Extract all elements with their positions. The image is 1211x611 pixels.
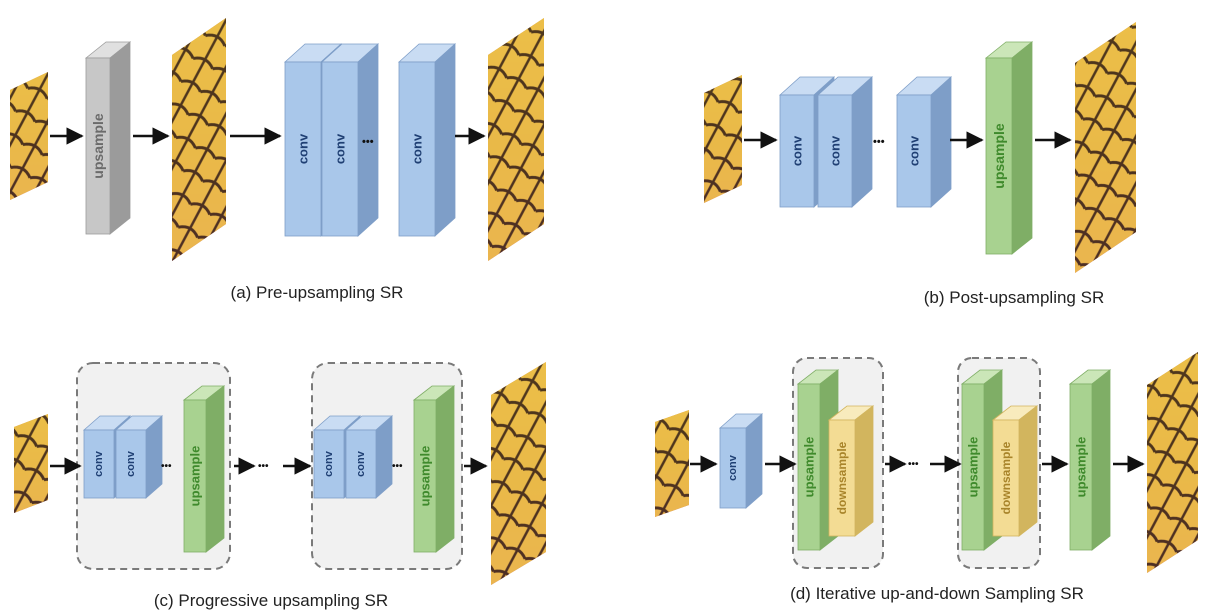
- svg-text:downsample: downsample: [835, 441, 849, 514]
- ellipsis-a: •••: [362, 136, 374, 148]
- downsample-block-d2: downsample: [991, 405, 1039, 537]
- caption-c: (c) Progressive upsampling SR: [154, 591, 388, 610]
- ellipsis-b: •••: [873, 136, 885, 148]
- upsample-block-d3: upsample: [1068, 369, 1112, 551]
- svg-text:conv: conv: [727, 454, 739, 481]
- panel-b: conv conv ••• conv upsample (b) Post-ups…: [704, 22, 1136, 307]
- ellipsis-c1: •••: [161, 461, 172, 472]
- conv-block-b2: conv: [816, 76, 874, 208]
- input-image-d: [655, 410, 689, 517]
- upsample-block-c1: upsample: [182, 385, 226, 553]
- upsample-block-c2: upsample: [412, 385, 456, 553]
- svg-text:downsample: downsample: [999, 441, 1013, 514]
- conv-block-a2: conv: [320, 43, 380, 237]
- panel-d: conv upsample downsample ••• upsample do…: [655, 352, 1198, 603]
- svg-text:conv: conv: [410, 133, 425, 164]
- caption-a: (a) Pre-upsampling SR: [231, 283, 404, 302]
- input-image-b: [704, 75, 742, 203]
- input-image-a: [10, 72, 48, 200]
- caption-d: (d) Iterative up-and-down Sampling SR: [790, 584, 1084, 603]
- upsampled-image-a: [172, 18, 226, 261]
- conv-block-c4: conv: [344, 415, 394, 499]
- svg-text:conv: conv: [323, 450, 335, 477]
- upsample-block-a: upsample: [84, 41, 132, 235]
- output-image-a: [488, 18, 544, 261]
- svg-text:upsample: upsample: [802, 437, 817, 498]
- conv-block-a3: conv: [397, 43, 457, 237]
- svg-text:upsample: upsample: [418, 446, 433, 507]
- ellipsis-d: •••: [908, 459, 919, 470]
- conv-block-b3: conv: [895, 76, 953, 208]
- downsample-block-d1: downsample: [827, 405, 875, 537]
- svg-text:conv: conv: [296, 133, 311, 164]
- output-image-b: [1075, 22, 1136, 273]
- svg-text:conv: conv: [355, 450, 367, 477]
- output-image-d: [1147, 352, 1198, 573]
- svg-text:upsample: upsample: [90, 113, 106, 179]
- ellipsis-c2: •••: [392, 461, 403, 472]
- output-image-c: [491, 362, 546, 585]
- svg-text:conv: conv: [125, 450, 137, 477]
- svg-text:upsample: upsample: [991, 123, 1007, 189]
- input-image-c: [14, 414, 48, 513]
- svg-text:conv: conv: [790, 135, 805, 166]
- ellipsis-c-between: •••: [258, 461, 269, 472]
- conv-block-d1: conv: [718, 413, 764, 509]
- panel-a: upsample conv conv ••• conv (a) Pre-upsa…: [10, 18, 544, 302]
- conv-block-c2: conv: [114, 415, 164, 499]
- svg-text:upsample: upsample: [1074, 437, 1089, 498]
- svg-text:conv: conv: [828, 135, 843, 166]
- svg-text:upsample: upsample: [188, 446, 203, 507]
- svg-text:conv: conv: [907, 135, 922, 166]
- upsample-block-b: upsample: [984, 41, 1034, 255]
- svg-text:conv: conv: [93, 450, 105, 477]
- svg-text:conv: conv: [333, 133, 348, 164]
- caption-b: (b) Post-upsampling SR: [924, 288, 1104, 307]
- panel-c: conv conv ••• upsample ••• conv conv •••…: [14, 362, 546, 610]
- svg-text:upsample: upsample: [966, 437, 981, 498]
